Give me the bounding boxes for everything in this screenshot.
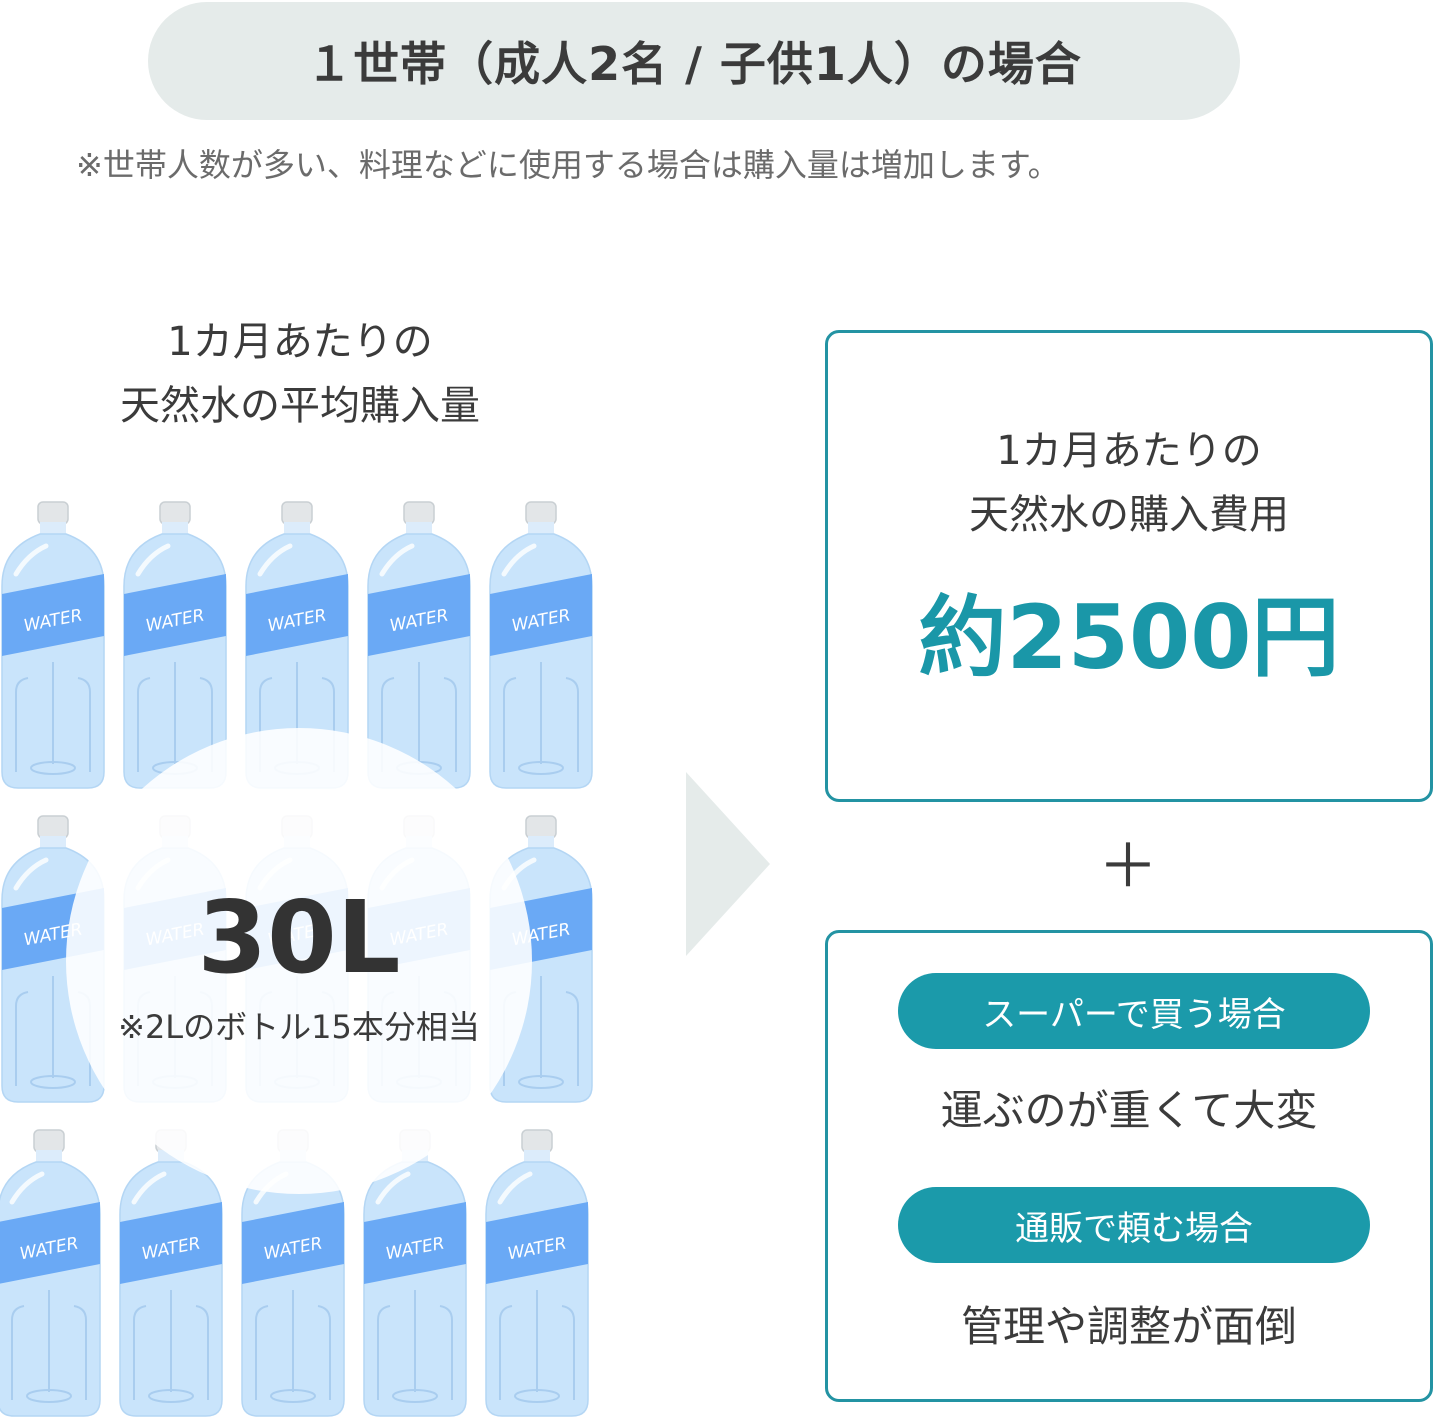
water-bottle-icon: WATER	[245, 501, 349, 789]
water-bottle-icon: WATER	[241, 1129, 345, 1417]
plus-icon: ＋	[1098, 832, 1158, 902]
amount-value: 30L	[197, 879, 401, 996]
water-bottle-icon: WATER	[489, 501, 593, 789]
amount-note: ※2Lのボトル15本分相当	[118, 1008, 480, 1046]
header-title-pill: １世帯（成人2名 / 子供1人）の場合	[148, 2, 1240, 120]
left-title-line2: 天然水の平均購入量	[120, 383, 480, 429]
water-bottle-icon: WATER	[123, 501, 227, 789]
water-bottle-icon: WATER	[1, 501, 105, 789]
price-value: 約2500円	[918, 586, 1340, 689]
supermarket-tag: スーパーで買う場合	[898, 973, 1370, 1049]
water-bottle-icon: WATER	[0, 1129, 101, 1417]
mailorder-tag: 通販で頼む場合	[898, 1187, 1370, 1263]
left-title-line1: 1カ月あたりの	[167, 319, 433, 365]
supermarket-reason: 運ぶのが重くて大変	[940, 1086, 1318, 1135]
monthly-cost-box: 1カ月あたりの 天然水の購入費用 約2500円	[825, 330, 1433, 802]
amount-circle	[66, 728, 532, 1194]
water-bottle-icon: WATER	[485, 1129, 589, 1417]
hassle-box: スーパーで買う場合 運ぶのが重くて大変 通販で頼む場合 管理や調整が面倒	[825, 930, 1433, 1402]
water-bottle-icon: WATER	[367, 501, 471, 789]
mailorder-reason: 管理や調整が面倒	[960, 1302, 1297, 1351]
water-bottle-icon: WATER	[363, 1129, 467, 1417]
cost-title-line2: 天然水の購入費用	[969, 492, 1289, 538]
cost-box-title: 1カ月あたりの 天然水の購入費用	[828, 419, 1430, 547]
cost-title-line1: 1カ月あたりの	[996, 428, 1262, 474]
water-bottle-icon: WATER	[119, 1129, 223, 1417]
header-note: ※世帯人数が多い、料理などに使用する場合は購入量は増加します。	[76, 146, 1060, 184]
left-section-title: 1カ月あたりの 天然水の平均購入量	[40, 310, 560, 438]
arrow-right-icon	[686, 772, 770, 956]
